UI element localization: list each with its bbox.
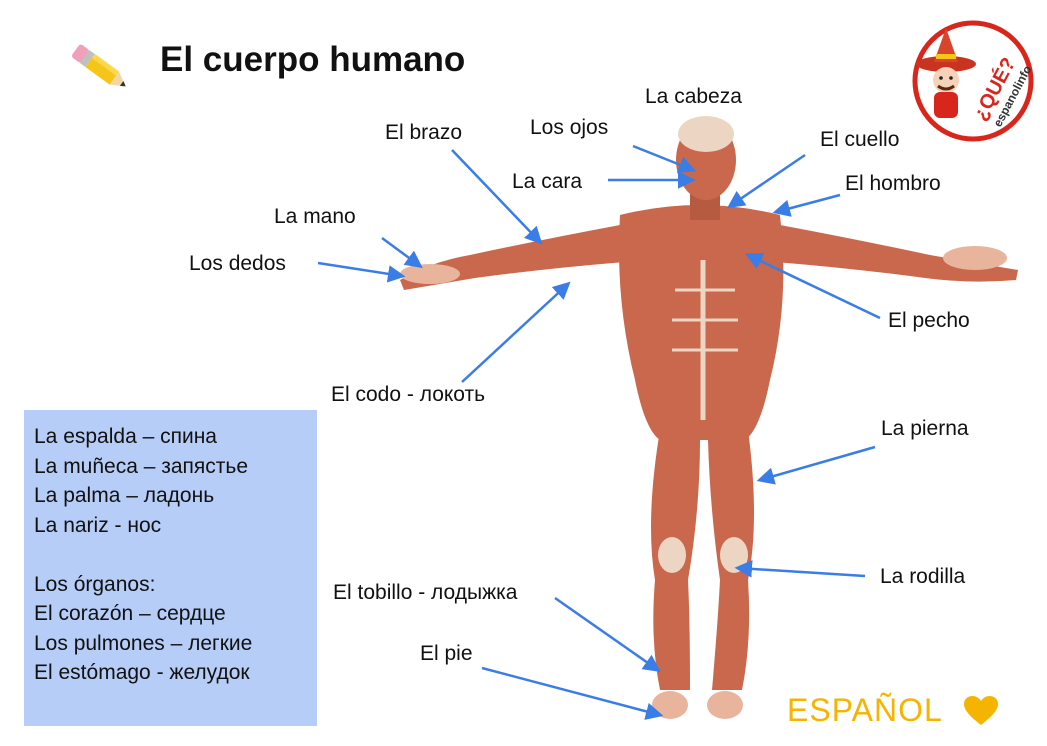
pencil-icon — [72, 44, 126, 87]
label-rodilla: La rodilla — [880, 565, 966, 588]
label-codo: El codo - локоть — [331, 383, 486, 406]
label-arrows — [317, 144, 881, 720]
vocab-heading: Los órganos: — [34, 572, 156, 596]
vocab-line: El estómago - желудок — [34, 661, 250, 684]
label-cabeza: La cabeza — [645, 85, 742, 108]
label-cara: La cara — [512, 170, 583, 193]
vocab-spacer — [34, 540, 307, 570]
vocab-line: La espalda – спина — [34, 425, 217, 448]
label-brazo: El brazo — [385, 121, 463, 144]
logo-icon: ¿QUÉ? espanolinfo — [912, 20, 1034, 142]
label-cuello: El cuello — [820, 128, 900, 151]
vocab-line: La palma – ладонь — [34, 484, 215, 507]
vocab-line: El corazón – сердце — [34, 602, 226, 625]
label-pecho: El pecho — [888, 309, 970, 332]
page-title: El cuerpo humano — [160, 40, 466, 79]
vocab-line: La muñeca – запястье — [34, 454, 249, 478]
vocabulary-box: La espalda – спина La muñeca – запястье … — [24, 410, 317, 726]
label-pierna: La pierna — [881, 417, 969, 440]
heart-icon — [964, 696, 998, 725]
vocab-line: La nariz - нос — [34, 513, 162, 537]
label-dedos: Los dedos — [189, 252, 286, 275]
label-ojos: Los ojos — [530, 116, 609, 139]
label-mano: La mano — [274, 205, 356, 228]
brand-text: ESPAÑOL — [787, 692, 943, 728]
label-pie: El pie — [420, 642, 473, 665]
label-hombro: El hombro — [845, 172, 941, 195]
label-tobillo: El tobillo - лодыжка — [333, 581, 518, 604]
vocab-line: Los pulmones – легкие — [34, 631, 253, 655]
